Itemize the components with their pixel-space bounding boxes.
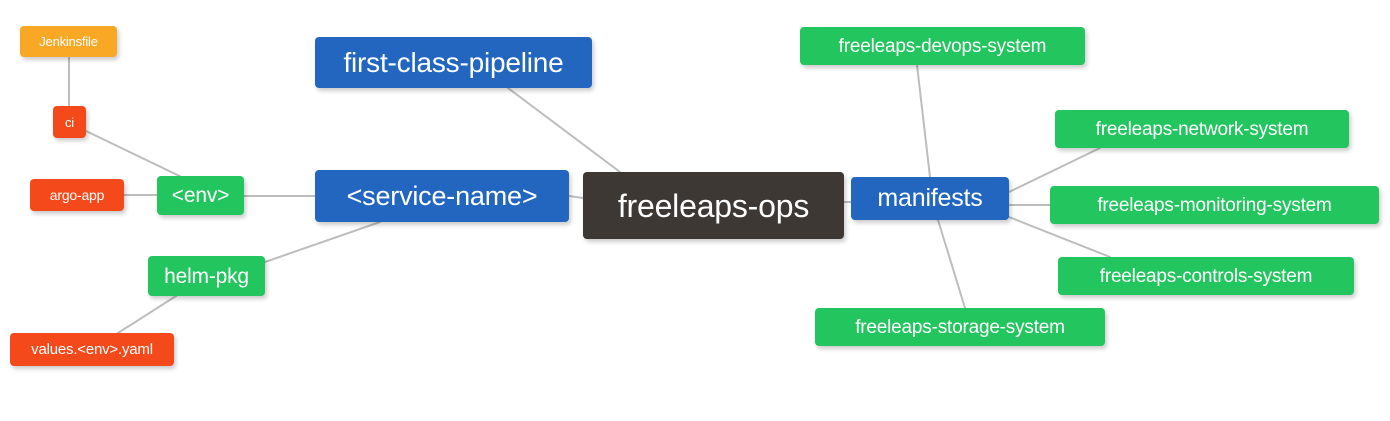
node-label-jenkinsfile: Jenkinsfile [39,34,98,49]
node-label-env: <env> [171,184,230,207]
node-label-controls-system: freeleaps-controls-system [1099,265,1313,287]
node-argo-app[interactable]: argo-app [30,179,124,211]
node-helm-pkg[interactable]: helm-pkg [148,256,265,296]
edge-servicename-ops [568,195,584,199]
node-jenkinsfile[interactable]: Jenkinsfile [20,26,117,57]
node-label-devops-system: freeleaps-devops-system [838,35,1047,57]
node-storage-system[interactable]: freeleaps-storage-system [815,308,1105,346]
node-label-values-yaml: values.<env>.yaml [31,341,153,358]
node-label-network-system: freeleaps-network-system [1095,118,1309,140]
node-env[interactable]: <env> [157,176,244,215]
node-devops-system[interactable]: freeleaps-devops-system [800,27,1085,65]
edge-manifests-storage [937,219,966,309]
edge-pipeline-ops [507,87,621,173]
node-label-service-name: <service-name> [346,180,538,211]
edge-ci-env [85,130,191,182]
node-first-class-pipeline[interactable]: first-class-pipeline [315,37,592,88]
node-label-monitoring-system: freeleaps-monitoring-system [1097,194,1332,216]
node-ci[interactable]: ci [53,106,86,138]
node-label-manifests: manifests [877,184,983,212]
node-label-argo-app: argo-app [49,187,105,203]
node-label-freeleaps-ops: freeleaps-ops [617,187,810,224]
node-values-yaml[interactable]: values.<env>.yaml [10,333,174,366]
node-manifests[interactable]: manifests [851,177,1009,220]
node-label-helm-pkg: helm-pkg [164,264,249,288]
node-monitoring-system[interactable]: freeleaps-monitoring-system [1050,186,1379,224]
node-network-system[interactable]: freeleaps-network-system [1055,110,1349,148]
node-label-ci: ci [65,114,74,130]
node-freeleaps-ops[interactable]: freeleaps-ops [583,172,844,239]
node-service-name[interactable]: <service-name> [315,170,569,222]
edge-valuesyaml-helmpkg [117,295,177,334]
node-label-storage-system: freeleaps-storage-system [855,316,1065,338]
node-controls-system[interactable]: freeleaps-controls-system [1058,257,1354,295]
node-label-first-class-pipeline: first-class-pipeline [343,46,564,78]
edge-manifests-devops [916,64,931,178]
edge-helmpkg-servicename [264,221,381,263]
